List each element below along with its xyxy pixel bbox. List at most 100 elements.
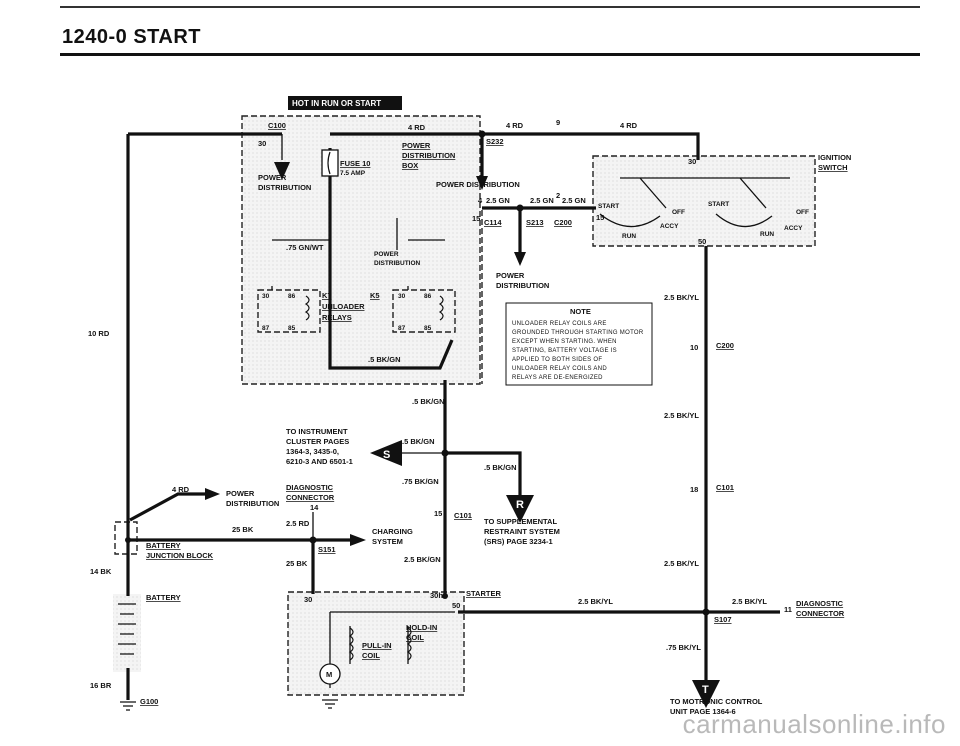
ign-start-a: START xyxy=(598,203,619,210)
connector-c200-b: C200 xyxy=(716,341,734,350)
ign-accy-a: ACCY xyxy=(660,223,679,230)
relay-k7-label: K7 xyxy=(322,291,332,300)
wire-label-75bkyl: .75 BK/YL xyxy=(666,643,701,652)
motronic-1: TO MOTRONIC CONTROL xyxy=(670,697,763,706)
motronic-2: UNIT PAGE 1364-6 xyxy=(670,707,736,716)
wire-relay-k5-in xyxy=(407,239,445,290)
ignition-switch-border xyxy=(592,155,816,247)
connector-s213: S213 xyxy=(526,218,544,227)
pd-right-2: DISTRIBUTION xyxy=(496,281,549,290)
hot-banner-box xyxy=(288,96,402,110)
ignition-label-1: IGNITION xyxy=(818,153,851,162)
relay-relays: RELAYS xyxy=(322,313,352,322)
connector-c114: C114 xyxy=(484,218,502,227)
diag-right-1: DIAGNOSTIC xyxy=(796,599,844,608)
connector-c101-a: C101 xyxy=(454,511,472,520)
relay-k7-coil xyxy=(304,295,310,321)
note-line-1: UNLOADER RELAY COILS ARE xyxy=(512,321,607,327)
wire-ign-start xyxy=(599,213,773,228)
diag-left-2: CONNECTOR xyxy=(286,493,335,502)
wire-label-5bkgn-d: .5 BK/GN xyxy=(484,463,517,472)
ign-off-a: OFF xyxy=(672,209,685,216)
wire-label-25bk-a: 25 BK xyxy=(232,525,254,534)
pin-30-ign: 30 xyxy=(688,157,696,166)
pin-15-c101: 15 xyxy=(434,509,442,518)
pd-inner-1: POWER xyxy=(374,251,399,258)
wire-label-25rd: 2.5 RD xyxy=(286,519,310,528)
starter-motor xyxy=(319,663,341,685)
power-distribution-box-shade xyxy=(242,116,480,384)
pull-in-2: COIL xyxy=(362,651,380,660)
splice-starter xyxy=(442,593,448,599)
pdbox-label-2: DISTRIBUTION xyxy=(402,151,455,160)
ign-accy-b: ACCY xyxy=(784,225,803,232)
wire-label-4rd-a: 4 RD xyxy=(408,123,426,132)
pin-30-c100: 30 xyxy=(258,139,266,148)
ignition-label-2: SWITCH xyxy=(818,163,848,172)
connector-r-triangle xyxy=(506,495,534,523)
title-rule xyxy=(60,53,920,56)
relay-k5-pin30: 30 xyxy=(398,293,406,300)
fuse-label: FUSE 10 xyxy=(340,159,370,168)
connector-s-letter: S xyxy=(383,449,390,461)
fuse-symbol xyxy=(321,149,339,177)
wire-ground xyxy=(120,701,136,711)
charging-1: CHARGING xyxy=(372,527,413,536)
ign-start-b: START xyxy=(708,201,729,208)
charging-2: SYSTEM xyxy=(372,537,403,546)
wire-solenoid xyxy=(329,611,455,688)
note-line-5: APPLIED TO BOTH SIDES OF xyxy=(512,357,602,363)
note-box xyxy=(505,302,653,386)
connector-r-letter: R xyxy=(516,499,524,511)
power-distribution-mid: POWER DISTRIBUTION xyxy=(436,180,520,189)
pd-left-2: DISTRIBUTION xyxy=(226,499,279,508)
connector-s-triangle xyxy=(370,440,402,466)
relay-unloader: UNLOADER xyxy=(322,302,365,311)
arrow-pd-s213 xyxy=(514,252,526,266)
splice-s107 xyxy=(702,608,710,616)
connector-s232: S232 xyxy=(486,137,504,146)
wire-5bkgn-s xyxy=(445,451,522,495)
relay-k7-border xyxy=(257,289,321,333)
battery-jb-border xyxy=(114,521,138,555)
connector-c100: C100 xyxy=(268,121,286,130)
instr-3: 1364-3, 3435-0, xyxy=(286,447,339,456)
pd-inner-2: DISTRIBUTION xyxy=(374,260,421,267)
wire-10rd-trunk xyxy=(126,132,282,548)
pin-30-starter: 30 xyxy=(304,595,312,604)
note-title: NOTE xyxy=(570,307,591,316)
ignition-switch-shade xyxy=(593,156,815,246)
pin-14: 14 xyxy=(310,503,319,512)
instr-4: 6210-3 AND 6501-1 xyxy=(286,457,353,466)
note-line-4: STARTING, BATTERY VOLTAGE IS xyxy=(512,348,617,354)
diag-right-2: CONNECTOR xyxy=(796,609,845,618)
relay-k7-pin30: 30 xyxy=(262,293,270,300)
splice-s232 xyxy=(478,130,486,138)
instr-1: TO INSTRUMENT xyxy=(286,427,348,436)
wire-label-5bkgn-b: .5 BK/GN xyxy=(412,397,445,406)
wire-label-25bkyl-b: 2.5 BK/YL xyxy=(664,293,699,302)
wire-label-5bkgn-c: .5 BK/GN xyxy=(402,437,435,446)
starter-label: STARTER xyxy=(466,589,501,598)
power-distribution-2: DISTRIBUTION xyxy=(258,183,311,192)
note-line-7: RELAYS ARE DE-ENERGIZED xyxy=(512,375,603,381)
hold-in-coil-symbol xyxy=(406,627,412,661)
arrow-power-dist-left xyxy=(205,488,220,500)
connector-s107: S107 xyxy=(714,615,732,624)
diag-left-1: DIAGNOSTIC xyxy=(286,483,334,492)
power-distribution-box-border xyxy=(241,115,481,385)
power-distribution-1: POWER xyxy=(258,173,287,182)
connector-c200-a: C200 xyxy=(554,218,572,227)
pin-50-starter: 50 xyxy=(452,601,460,610)
page-title: 1240-0 START xyxy=(62,26,202,48)
note-line-2: GROUNDED THROUGH STARTING MOTOR xyxy=(512,330,644,336)
wire-label-25gn-a: 2.5 GN xyxy=(486,196,510,205)
arrow-charging xyxy=(350,534,366,546)
top-rule xyxy=(60,6,920,8)
pin-18: 18 xyxy=(690,485,698,494)
wire-label-25bkyl-e: 2.5 BK/YL xyxy=(732,597,767,606)
ign-run-b: RUN xyxy=(760,231,774,238)
hot-banner-text: HOT IN RUN OR START xyxy=(292,99,381,108)
instr-2: CLUSTER PAGES xyxy=(286,437,349,446)
